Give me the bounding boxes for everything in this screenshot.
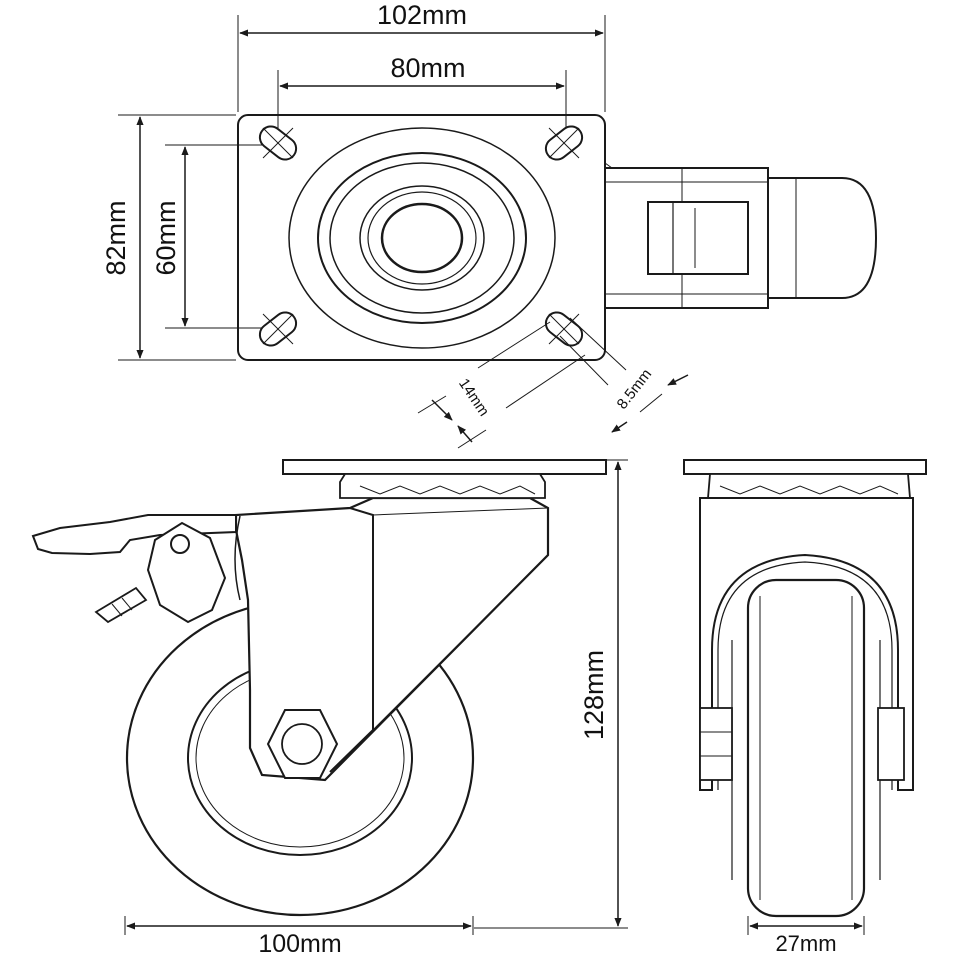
brake-lever (31, 514, 237, 624)
dimension-hole-spacing-x: 80mm (277, 53, 567, 128)
dimension-label-plate-depth: 82mm (101, 200, 131, 275)
top-plate-side (282, 459, 607, 475)
axle-nut-front-left (699, 707, 733, 781)
dimension-label-hole-spacing-y: 60mm (151, 200, 181, 275)
wheel-front (746, 578, 866, 918)
mounting-slot-top-left (258, 125, 298, 161)
front-view: 27mm (683, 459, 927, 956)
top-plate-front (683, 459, 927, 475)
dimension-total-height: 128mm (474, 459, 628, 929)
brake-top-view (604, 162, 878, 309)
kingpin-hole (380, 202, 464, 274)
dimension-plate-depth: 82mm (101, 114, 236, 361)
dimension-label-slot-width: 8.5mm (614, 366, 656, 413)
dimension-label-slot-length: 14mm (455, 375, 492, 419)
mounting-slot-top-right (544, 125, 584, 161)
dimension-label-wheel-diameter: 100mm (258, 930, 341, 958)
side-view: 128mm 100mm (31, 459, 628, 958)
axle-nut-front-right (877, 707, 905, 781)
swivel-race (288, 127, 556, 349)
dimension-plate-width: 102mm (237, 0, 606, 112)
dimension-wheel-width: 27mm (747, 916, 865, 956)
dimension-label-hole-spacing-x: 80mm (390, 53, 465, 83)
mounting-slot-bottom-left (258, 311, 298, 347)
top-view: 102mm 80mm 82mm 60mm (101, 0, 878, 449)
dimension-label-plate-width: 102mm (377, 0, 467, 30)
mounting-slot-bottom-right (544, 311, 584, 347)
dimension-label-wheel-width: 27mm (775, 931, 836, 956)
dimension-hole-spacing-y: 60mm (151, 144, 262, 329)
axle-nut (266, 709, 339, 779)
dimension-wheel-diameter: 100mm (124, 916, 474, 958)
dimension-label-total-height: 128mm (579, 650, 609, 740)
